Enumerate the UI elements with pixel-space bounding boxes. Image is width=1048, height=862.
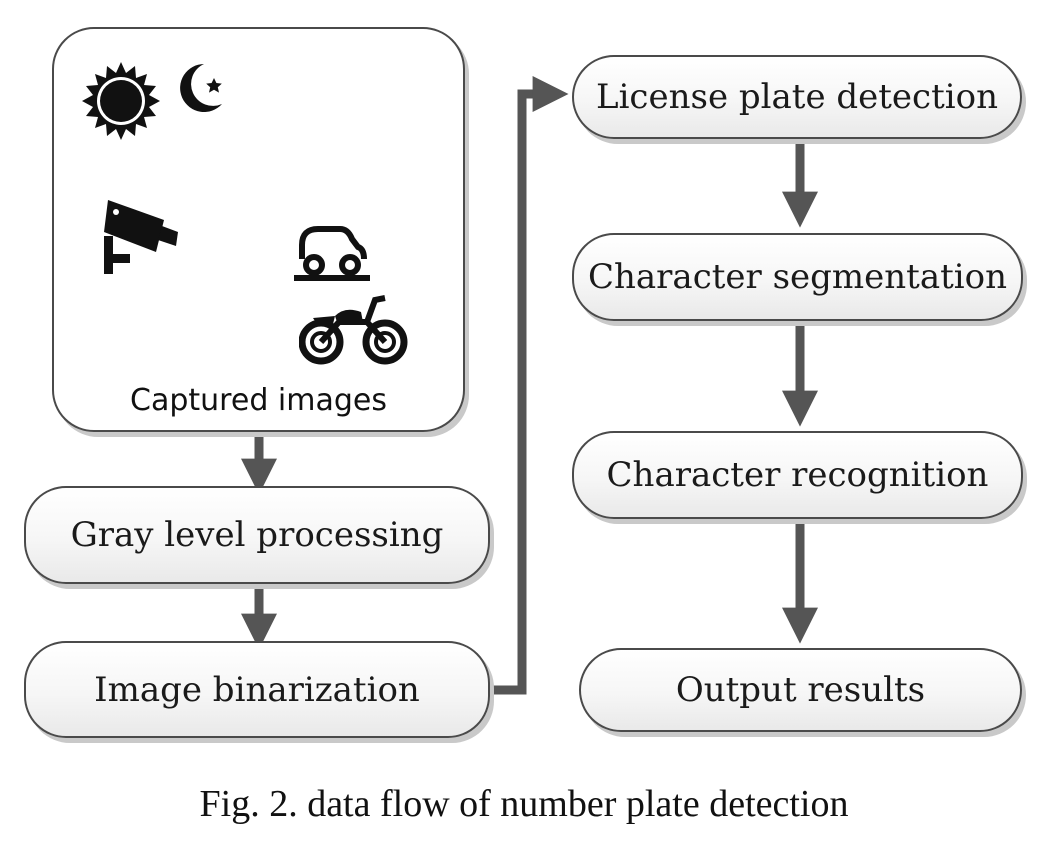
character-recognition-box: Character recognition bbox=[572, 431, 1023, 519]
image-binarization-box: Image binarization bbox=[24, 641, 490, 738]
cctv-camera-icon bbox=[104, 200, 178, 274]
sun-icon bbox=[82, 62, 160, 140]
gray-level-processing-box: Gray level processing bbox=[24, 486, 490, 584]
motorcycle-icon bbox=[299, 295, 408, 365]
output-results-box: Output results bbox=[579, 648, 1022, 732]
arrow-binarization-to-license bbox=[489, 76, 569, 695]
figure-caption: Fig. 2. data flow of number plate detect… bbox=[199, 783, 849, 825]
captured-images-label: Captured images bbox=[130, 383, 387, 418]
license-plate-detection-box: License plate detection bbox=[572, 55, 1022, 139]
car-icon bbox=[294, 226, 370, 281]
character-segmentation-box: Character segmentation bbox=[572, 233, 1023, 321]
captured-images-box: Captured images bbox=[52, 27, 465, 432]
moon-star-icon bbox=[180, 64, 222, 112]
